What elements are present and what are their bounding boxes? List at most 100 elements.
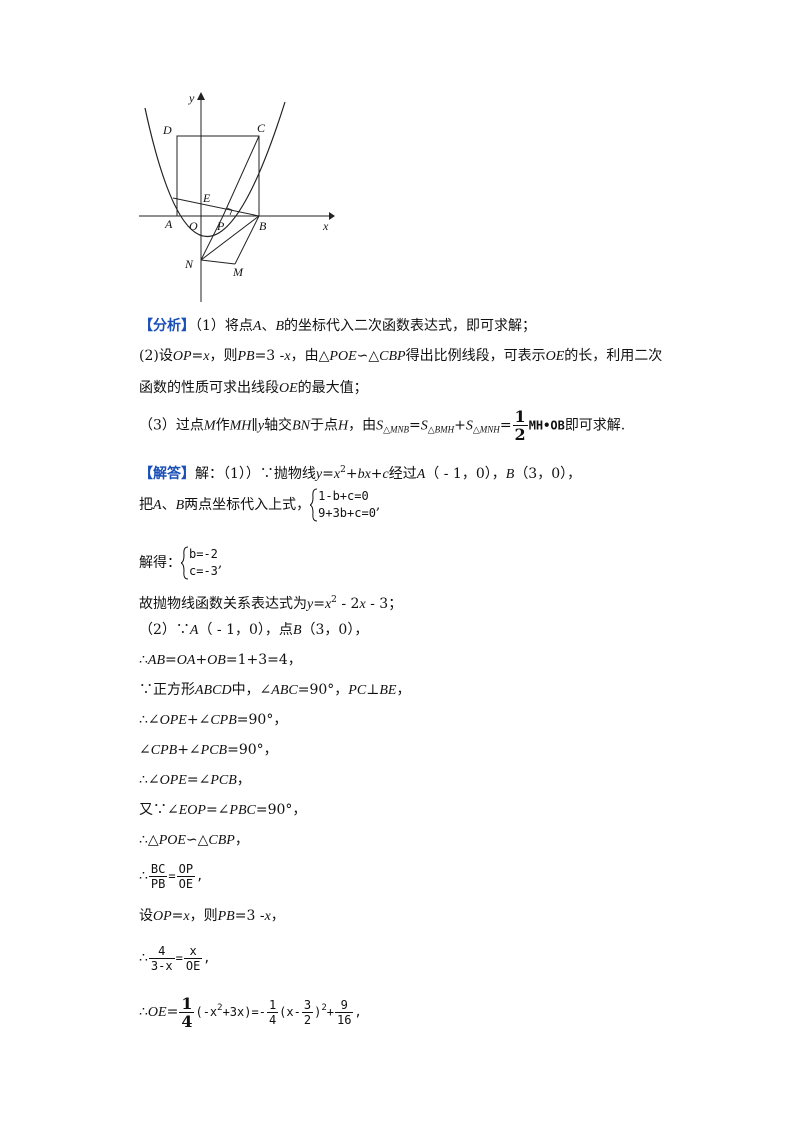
x-axis-arrow-icon — [329, 212, 335, 220]
text: AB — [147, 653, 166, 668]
numerator: OP — [176, 861, 196, 877]
text: x — [359, 597, 366, 612]
denominator: 3-x — [150, 958, 173, 973]
superscript: 2 — [217, 1003, 223, 1013]
parabola-square-figure: y x D C E A O P B N M — [139, 91, 335, 302]
text: ∴ — [139, 1004, 148, 1020]
brace-icon — [310, 488, 318, 522]
text: POE — [158, 833, 186, 848]
text: ) — [314, 1005, 322, 1019]
text: , — [217, 555, 223, 571]
segment-ae-b — [172, 197, 260, 217]
text: CBP — [379, 349, 406, 364]
label-o: O — [189, 219, 198, 233]
text: ，则 — [189, 908, 218, 924]
text: （3）过点 — [139, 417, 204, 434]
text: x — [183, 909, 190, 924]
text: x — [203, 349, 210, 364]
text: x — [264, 909, 271, 924]
text: 的最大值； — [297, 380, 368, 396]
text: x — [284, 349, 291, 364]
analysis-line-1: 【分析】（1）将点A、B的坐标代入二次函数表达式，即可求解； — [139, 316, 536, 337]
text: PB — [237, 349, 255, 364]
text: =90°， — [297, 682, 349, 698]
subscript: △MNH — [472, 424, 500, 435]
equation: b=-2 — [189, 547, 218, 561]
text: （ - 1，0）， — [425, 466, 506, 482]
text: 经过 — [388, 466, 417, 482]
text: ∴∠ — [139, 772, 160, 788]
segment-bm — [234, 215, 260, 265]
right-angle-mark — [226, 207, 233, 216]
numerator: 1 — [512, 407, 528, 426]
text: 、 — [261, 318, 276, 334]
text: , — [354, 1005, 362, 1019]
text: ∽△ — [356, 348, 380, 364]
text: ∥ — [251, 417, 258, 434]
text: B — [275, 319, 285, 334]
text: A — [189, 623, 199, 638]
text: S — [420, 418, 428, 434]
text: OP — [172, 349, 192, 364]
text: c — [382, 467, 389, 482]
text: H — [337, 418, 349, 434]
text: 得出比例线段，可表示 — [405, 348, 546, 364]
text: = — [175, 951, 183, 965]
text: x — [324, 597, 332, 612]
text: （2）∵ — [139, 622, 190, 638]
text: M — [203, 418, 216, 434]
text: - 3； — [365, 596, 403, 612]
numerator: x — [183, 944, 203, 959]
text: POE — [329, 349, 357, 364]
denominator: OE — [178, 876, 194, 891]
answer-line-10: ∴∠OPE=∠PCB， — [139, 770, 251, 791]
text: = — [165, 652, 177, 668]
text: MH•OB — [528, 418, 565, 433]
text: = — [191, 348, 204, 364]
denominator: 4 — [181, 1011, 193, 1031]
text: OP — [153, 909, 172, 924]
text: 把 — [139, 497, 153, 513]
text: + — [326, 1005, 334, 1019]
denominator: PB — [150, 876, 166, 891]
superscript: 2 — [331, 595, 337, 605]
equation: 9+3b+c=0 — [318, 506, 376, 520]
text: + — [370, 466, 383, 482]
text: 设 — [139, 908, 153, 924]
y-axis-arrow-icon — [197, 92, 205, 100]
text: A — [252, 319, 262, 334]
text: =3 - — [254, 348, 285, 364]
text: (x- — [279, 1005, 301, 1019]
text: ABCD — [195, 683, 232, 698]
numerator: 9 — [334, 998, 354, 1013]
answer-line-6: ∴AB=OA+OB=1+3=4， — [139, 650, 302, 671]
superscript: 2 — [340, 465, 346, 475]
text: B — [292, 623, 302, 638]
text: bx — [357, 467, 371, 482]
text: A — [416, 467, 426, 482]
text: ∴ — [139, 652, 148, 668]
text: y — [307, 597, 314, 612]
superscript: 2 — [321, 1003, 327, 1013]
numerator: 1 — [266, 997, 279, 1013]
answer-line-9: ∠CPB+∠PCB=90°， — [139, 740, 278, 761]
text: + — [454, 417, 466, 434]
segment-nb — [200, 215, 260, 261]
text: BN — [292, 418, 310, 434]
label-d: D — [162, 123, 172, 137]
text: +∠ — [177, 742, 201, 758]
text: ∠ — [139, 742, 151, 758]
text: ∽△ — [185, 832, 209, 848]
answer-line-8: ∴∠OPE+∠CPB=90°， — [139, 710, 287, 731]
text: （1）将点 — [195, 318, 253, 334]
text: =∠ — [205, 802, 230, 818]
text: S — [465, 418, 473, 434]
text: +3x)=- — [222, 1005, 266, 1019]
text: 、 — [161, 497, 176, 513]
analysis-line-2: (2)设OP=x，则PB=3 -x，由△POE∽△CBP得出比例线段，可表示OE… — [139, 346, 662, 367]
